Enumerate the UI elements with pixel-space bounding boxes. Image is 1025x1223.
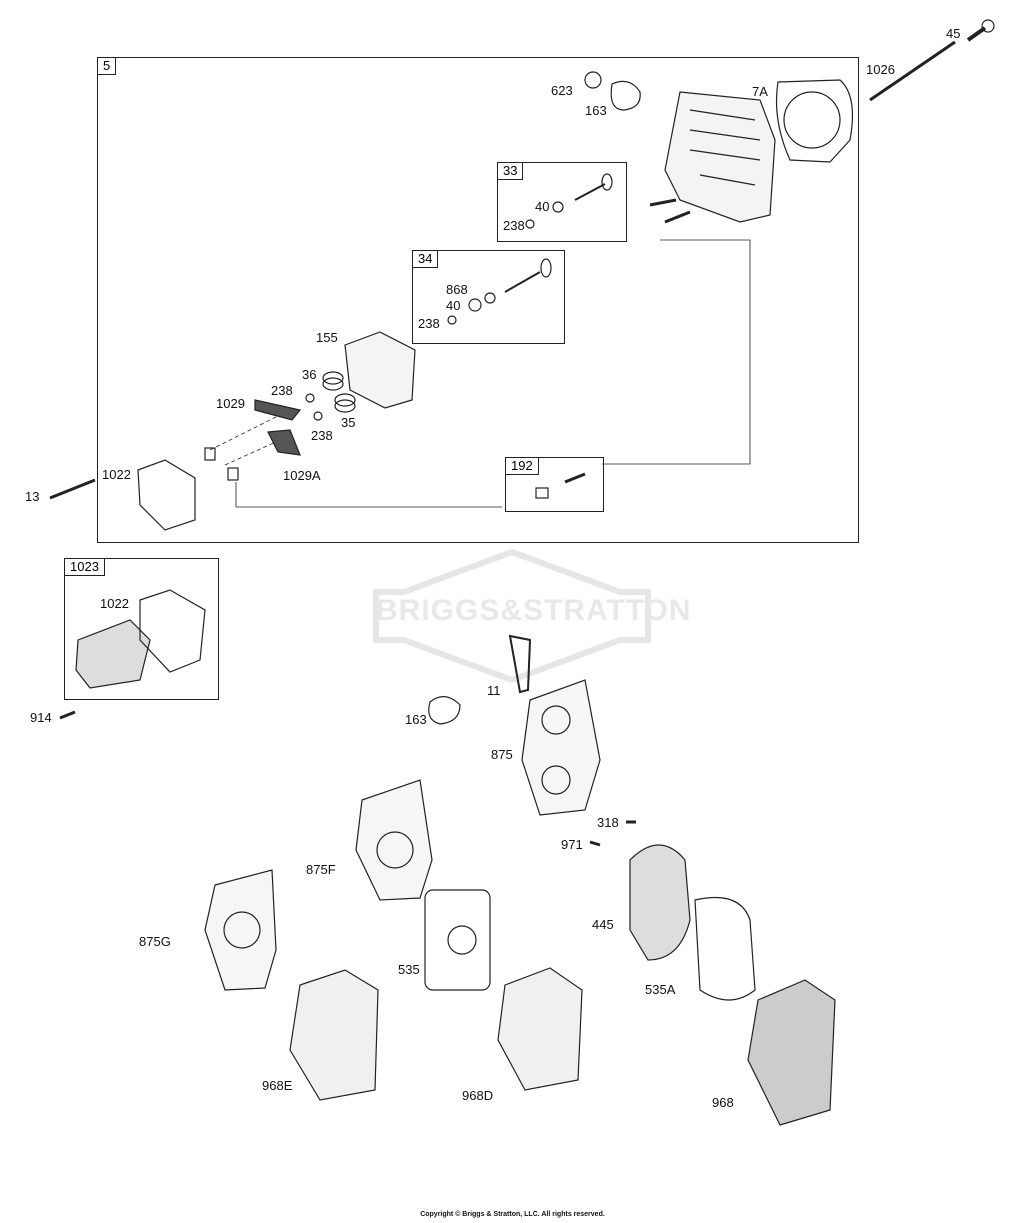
ring-623 [584, 71, 602, 89]
part-label: 45 [946, 26, 961, 41]
air-cleaner-cover-968D [497, 967, 583, 1091]
air-cleaner-base-875 [521, 679, 601, 816]
group-box-34: 34 [412, 250, 565, 344]
part-label: 155 [316, 330, 338, 345]
part-label: 1026 [866, 62, 895, 77]
air-cleaner-base-875G [204, 869, 277, 991]
head-gasket-7A [775, 79, 854, 163]
part-label: 535 [398, 962, 420, 977]
watermark-text: BRIGGS&STRATTON [376, 594, 692, 627]
dash-line [209, 409, 291, 451]
gasket-1022-b [139, 589, 206, 673]
part-45 [966, 19, 995, 42]
leader-line-192 [602, 239, 751, 465]
part-label: 875F [306, 862, 336, 877]
part-label: 971 [561, 837, 583, 852]
valve-cover-1023 [75, 619, 151, 689]
part-label: 13 [25, 489, 40, 504]
cylinder-head [664, 91, 776, 223]
part-label: 11 [487, 683, 501, 698]
part-label: 535A [645, 982, 676, 997]
part-label: 40 [535, 199, 550, 214]
part-label: 318 [597, 815, 619, 830]
stud [664, 210, 691, 224]
group-tag-1023: 1023 [64, 558, 105, 576]
pushrod-1026 [869, 40, 956, 102]
part-label: 35 [341, 415, 356, 430]
brand-watermark-logo [373, 548, 651, 684]
part-label: 968D [462, 1088, 494, 1103]
part-label: 238 [311, 428, 333, 443]
part-label: 1029 [216, 396, 245, 411]
leader-line-1029A [235, 482, 502, 508]
air-cleaner-cover-968E [289, 969, 379, 1101]
gasket-163-b [428, 696, 461, 725]
gasket-1022 [137, 459, 196, 531]
group-box-1023: 1023 [64, 558, 219, 700]
part-label: 238 [418, 316, 440, 331]
group-tag-34: 34 [412, 250, 439, 268]
part-label: 36 [302, 367, 317, 382]
breather-tube-11 [508, 634, 532, 694]
group-box-5: 5 [97, 57, 859, 543]
stud [649, 198, 677, 207]
screw-914 [59, 710, 76, 720]
spring-35 [334, 393, 356, 413]
spring-36 [322, 371, 344, 391]
part-label: 623 [551, 83, 573, 98]
rocker-1029 [254, 399, 302, 421]
dash-line [224, 439, 281, 466]
part-label: 445 [592, 917, 614, 932]
part-label: 1022 [100, 596, 129, 611]
part-label: 1029A [283, 468, 321, 483]
part-label: 40 [446, 298, 461, 313]
part-label: 968 [712, 1095, 734, 1110]
part-label: 238 [271, 383, 293, 398]
part-label: 868 [446, 282, 468, 297]
group-tag-33: 33 [497, 162, 524, 180]
rocker-cover-155 [344, 331, 416, 409]
valve-33 [574, 183, 606, 201]
part-label: 914 [30, 710, 52, 725]
group-tag-5: 5 [97, 57, 117, 75]
air-cleaner-cover-968 [747, 979, 836, 1126]
group-box-33: 33 [497, 162, 627, 242]
part-label: 875 [491, 747, 513, 762]
part-label: 875G [139, 934, 171, 949]
air-filter-445 [629, 844, 691, 961]
prefilter-535A [694, 896, 756, 1001]
part-label: 7A [752, 84, 768, 99]
air-cleaner-base-875F [355, 779, 433, 901]
valve-34 [504, 271, 541, 293]
part-label: 238 [503, 218, 525, 233]
group-box-192: 192 [505, 457, 604, 512]
part-label: 163 [585, 103, 607, 118]
group-tag-192: 192 [505, 457, 539, 475]
part-label: 163 [405, 712, 427, 727]
part-label: 1022 [102, 467, 131, 482]
copyright-notice: Copyright © Briggs & Stratton, LLC. All … [420, 1211, 605, 1218]
gasket-163-top [610, 80, 641, 111]
bolt-13 [49, 478, 96, 500]
part-label: 968E [262, 1078, 293, 1093]
prefilter-535 [424, 889, 491, 991]
rocker-1029A [267, 429, 301, 456]
